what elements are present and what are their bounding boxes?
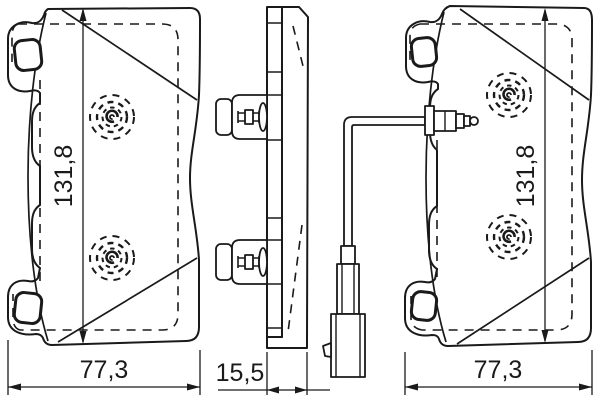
damper-piston — [215, 239, 268, 285]
connector-latch-tab — [322, 342, 332, 358]
backplate-layer-lines — [267, 22, 282, 329]
mounting-hole — [409, 36, 439, 68]
hidden-pad-contour — [18, 23, 179, 331]
width-label: 77,3 — [80, 356, 129, 384]
arrowhead-up — [541, 8, 549, 21]
arrowhead-right — [187, 383, 200, 391]
connector-neck — [340, 245, 356, 265]
hidden-pad-contour — [420, 23, 573, 331]
arrowhead-left — [405, 383, 418, 391]
arrowhead-left — [267, 386, 279, 394]
outer-pad-backplate-outline — [7, 7, 201, 346]
sensor-mount-flange — [424, 105, 435, 136]
outer-pad-height-dimension: 131,8 — [50, 8, 87, 344]
sensor-cable — [343, 116, 426, 247]
arrowhead-down — [79, 331, 87, 344]
wear-sensor-assembly — [322, 105, 479, 378]
wear-limit-line — [287, 25, 305, 333]
inner-pad-front-view — [322, 5, 593, 378]
width-label: 77,3 — [474, 356, 523, 384]
outer-pad-front-view — [7, 7, 201, 346]
inner-pad-width-dimension: 77,3 — [404, 350, 593, 395]
hidden-pad-contour-left — [11, 23, 41, 331]
outer-pad-width-dimension: 77,3 — [7, 340, 201, 395]
arrowhead-left — [8, 383, 21, 391]
mounting-hole — [12, 38, 44, 72]
sensor-tip-step — [455, 113, 465, 129]
inner-pad-height-dimension: 131,8 — [512, 8, 549, 343]
chamfer-line — [61, 9, 198, 101]
chamfer-line — [57, 257, 198, 343]
backplate-side — [266, 6, 283, 338]
arrowhead-right — [579, 383, 592, 391]
thickness-label: 15,5 — [216, 359, 265, 387]
arrowhead-down — [541, 330, 549, 343]
height-label: 131,8 — [50, 145, 78, 208]
pad-thickness-dimension: 15,5 — [216, 352, 330, 395]
damper-piston — [215, 94, 268, 140]
height-label: 131,8 — [512, 145, 540, 208]
chamfer-line — [459, 8, 590, 101]
pad-side-view — [215, 6, 309, 349]
sensor-tip — [469, 116, 479, 126]
hidden-pad-contour-left — [409, 23, 438, 331]
mounting-hole — [12, 291, 44, 325]
arrowhead-right — [295, 386, 307, 394]
mounting-hole — [409, 290, 439, 322]
chamfer-line — [456, 257, 590, 345]
connector-upper-body — [336, 263, 360, 315]
arrowhead-up — [79, 8, 87, 21]
